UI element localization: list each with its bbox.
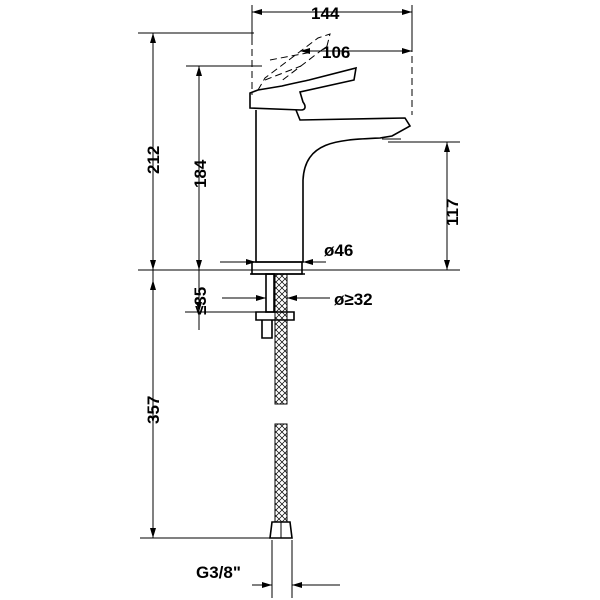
mounting-and-hose	[255, 273, 295, 539]
dim-width-total-label: 144	[311, 4, 340, 23]
dim-spout-height-label: 117	[443, 199, 462, 226]
dim-hose-length-label: 357	[144, 396, 163, 424]
dim-deck-thickness: ≤35	[185, 270, 256, 330]
dim-height-total: 212	[138, 32, 254, 270]
dim-width-total: 144	[251, 4, 413, 45]
dim-deck-thickness-label: ≤35	[191, 287, 210, 315]
dim-thread-label: G3/8"	[196, 563, 241, 582]
dim-height-body-label: 184	[191, 159, 210, 188]
faucet-body	[249, 33, 413, 275]
dim-hole-diameter: ø≥32	[222, 290, 373, 309]
dim-spout-reach-label: 106	[322, 43, 350, 62]
dim-spout-height: 117	[388, 141, 462, 270]
dim-thread: G3/8"	[196, 540, 340, 598]
dim-body-diameter: ø46	[220, 241, 353, 265]
dim-hole-diameter-label: ø≥32	[334, 290, 373, 309]
dim-spout-reach: 106	[300, 43, 412, 62]
dim-height-total-label: 212	[144, 146, 163, 174]
dim-height-body: 184	[186, 65, 262, 270]
dim-hose-length: 357	[140, 270, 272, 539]
dim-body-diameter-label: ø46	[324, 241, 353, 260]
